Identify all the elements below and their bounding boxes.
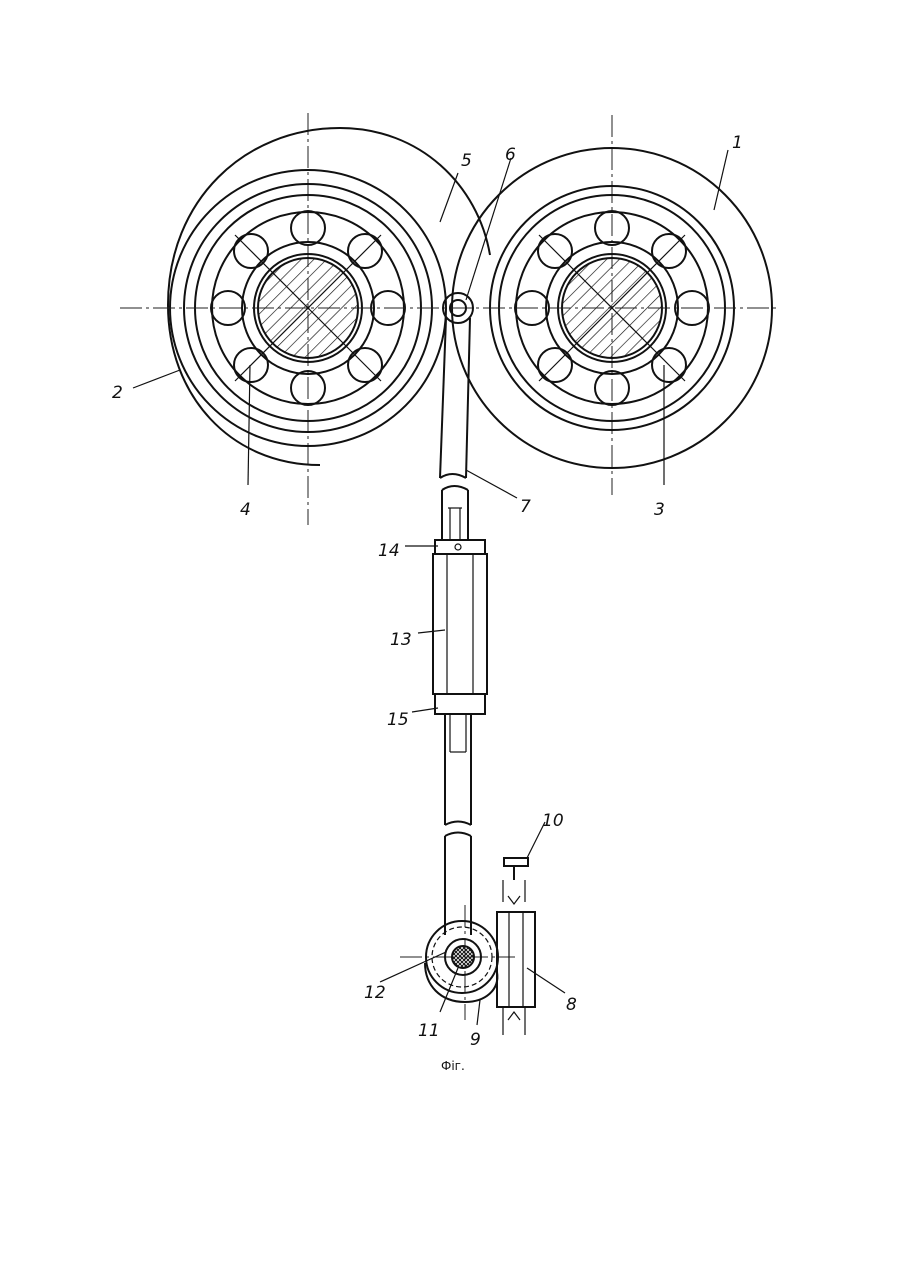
eccentric-shaft [452,946,474,968]
label-1: 1 [732,133,743,153]
lower-rod [445,714,471,935]
label-2: 2 [112,383,123,403]
actuator [497,858,535,1035]
turnbuckle-sleeve [433,554,487,694]
label-6: 6 [505,145,516,165]
label-10: 10 [542,811,564,831]
label-15: 15 [387,710,409,730]
figure-caption: Фіг. [441,1059,465,1073]
label-5: 5 [461,151,472,171]
label-3: 3 [654,500,665,520]
label-4: 4 [240,500,251,520]
label-12: 12 [364,983,386,1003]
upper-rod [440,318,470,540]
label-9: 9 [470,1030,481,1050]
lower-nut [435,694,485,714]
label-14: 14 [378,541,400,561]
label-13: 13 [390,630,412,650]
upper-nut [435,540,485,554]
label-11: 11 [418,1021,440,1041]
label-8: 8 [566,995,577,1015]
part-labels: 1 2 3 4 5 6 7 8 9 10 11 12 13 14 15 [112,133,743,1050]
left-roller [168,113,490,525]
right-roller [452,115,772,495]
label-7: 7 [520,497,531,517]
